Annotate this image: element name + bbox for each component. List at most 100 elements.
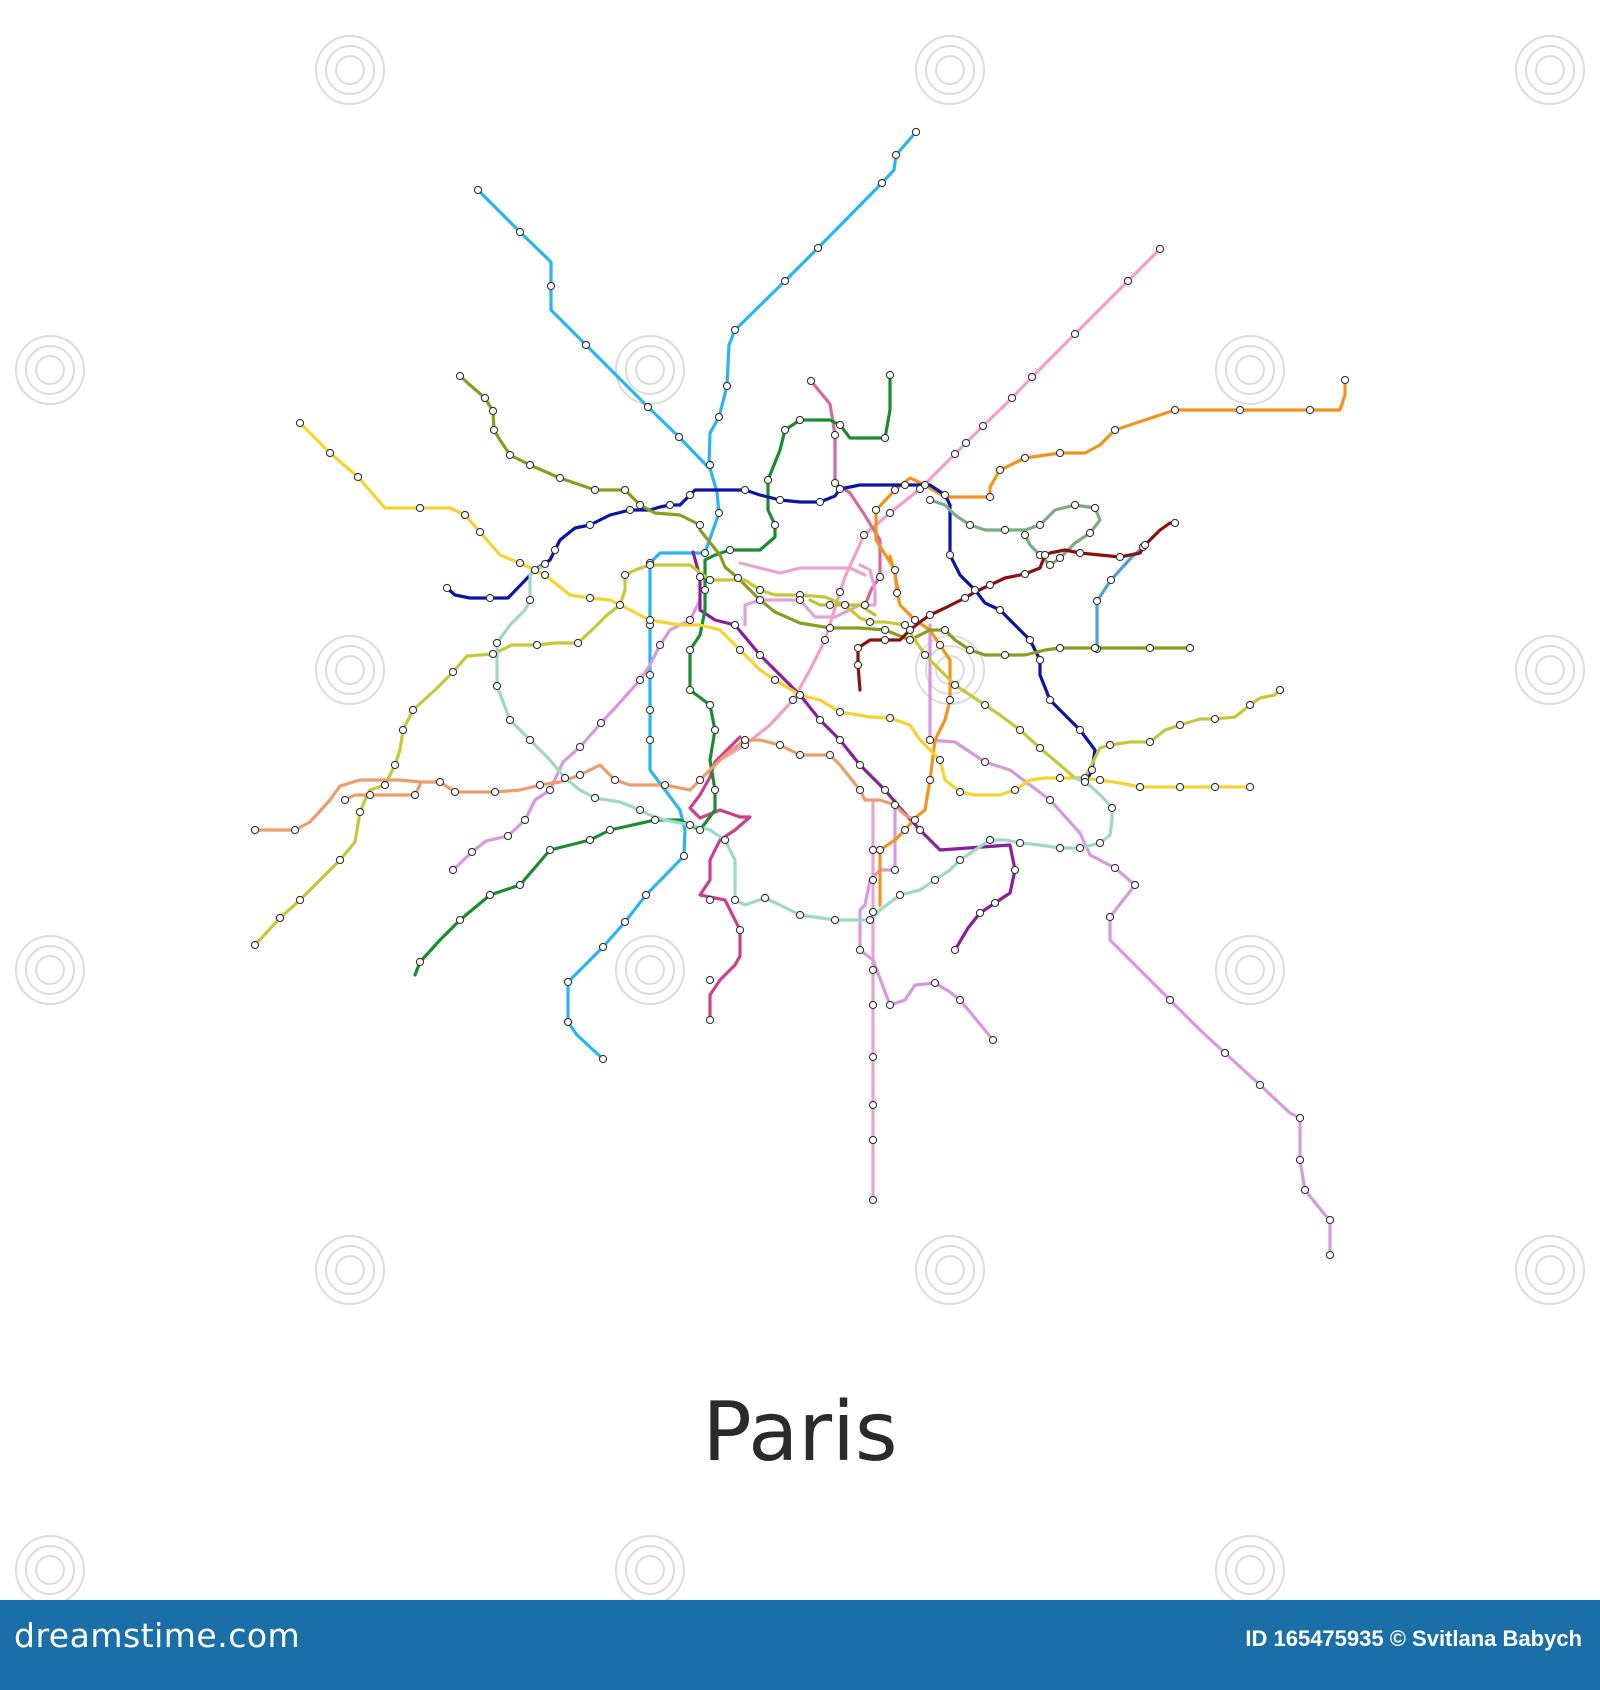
station-marker bbox=[885, 1000, 895, 1010]
station-marker bbox=[598, 942, 608, 952]
station-marker bbox=[596, 718, 606, 728]
station-marker bbox=[775, 495, 785, 505]
station-marker bbox=[725, 545, 735, 555]
station-marker bbox=[515, 227, 525, 237]
station-marker bbox=[605, 825, 615, 835]
station-marker bbox=[835, 420, 845, 430]
station-marker bbox=[1140, 540, 1150, 550]
station-marker bbox=[900, 480, 910, 490]
station-marker bbox=[1015, 838, 1025, 848]
station-marker bbox=[685, 685, 695, 695]
station-marker bbox=[945, 550, 955, 560]
station-marker bbox=[835, 587, 845, 597]
metro-line-orange-tiny bbox=[888, 554, 900, 592]
station-marker bbox=[660, 780, 670, 790]
station-marker bbox=[714, 508, 724, 518]
metro-line-mint bbox=[495, 562, 1114, 922]
footer-logo[interactable]: dreamstime.com bbox=[14, 1616, 301, 1655]
station-marker bbox=[795, 690, 805, 700]
station-marker bbox=[910, 815, 920, 825]
station-marker bbox=[868, 1000, 878, 1010]
station-marker bbox=[695, 825, 705, 835]
station-marker bbox=[250, 940, 260, 950]
station-marker bbox=[865, 617, 875, 627]
station-marker bbox=[555, 473, 565, 483]
station-marker bbox=[860, 600, 870, 610]
station-marker bbox=[730, 620, 740, 630]
station-marker bbox=[885, 370, 895, 380]
station-marker bbox=[535, 780, 545, 790]
metro-line-magenta bbox=[688, 735, 752, 1022]
station-marker bbox=[635, 675, 645, 685]
station-marker bbox=[868, 1195, 878, 1205]
station-marker bbox=[1305, 405, 1315, 415]
station-marker bbox=[540, 559, 550, 569]
station-marker bbox=[763, 475, 773, 485]
station-marker bbox=[1235, 405, 1245, 415]
station-marker bbox=[830, 430, 840, 440]
station-marker bbox=[795, 910, 805, 920]
station-marker bbox=[598, 1054, 608, 1064]
station-marker bbox=[705, 975, 715, 985]
station-marker bbox=[740, 485, 750, 495]
station-marker bbox=[905, 625, 915, 635]
station-marker bbox=[1055, 843, 1065, 853]
station-marker bbox=[1055, 448, 1065, 458]
station-marker bbox=[1275, 685, 1285, 695]
metro-map bbox=[15, 35, 1585, 1600]
station-marker bbox=[645, 615, 655, 625]
station-marker bbox=[525, 595, 535, 605]
station-marker bbox=[970, 585, 980, 595]
station-marker bbox=[890, 485, 900, 495]
station-marker bbox=[806, 376, 816, 386]
station-marker bbox=[868, 845, 878, 855]
station-marker bbox=[620, 570, 630, 580]
station-marker bbox=[540, 570, 550, 580]
station-marker bbox=[868, 1135, 878, 1145]
station-marker bbox=[900, 620, 910, 630]
metro-line-yellow bbox=[298, 421, 1252, 797]
station-marker bbox=[455, 915, 465, 925]
station-marker bbox=[365, 790, 375, 800]
metro-line-cyan-1 bbox=[476, 188, 710, 469]
station-marker bbox=[685, 645, 695, 655]
station-marker bbox=[685, 820, 695, 830]
station-marker bbox=[1015, 725, 1025, 735]
station-marker bbox=[610, 775, 620, 785]
station-marker bbox=[685, 490, 695, 500]
watermark-icon bbox=[615, 335, 685, 405]
station-marker bbox=[735, 925, 745, 935]
metro-line-sage bbox=[928, 498, 1102, 567]
station-marker bbox=[1000, 650, 1010, 660]
station-marker bbox=[935, 755, 945, 765]
station-marker bbox=[695, 775, 705, 785]
station-marker bbox=[485, 593, 495, 603]
station-marker bbox=[780, 425, 790, 435]
station-marker bbox=[825, 600, 835, 610]
station-marker bbox=[488, 649, 498, 659]
station-marker bbox=[1055, 643, 1065, 653]
station-marker bbox=[1095, 838, 1105, 848]
station-marker bbox=[868, 965, 878, 975]
station-marker bbox=[665, 500, 675, 510]
watermark-icon bbox=[15, 335, 85, 405]
station-marker bbox=[1165, 995, 1175, 1005]
station-marker bbox=[1105, 912, 1115, 922]
station-marker bbox=[1027, 372, 1037, 382]
station-marker bbox=[563, 977, 573, 987]
metro-line-olive bbox=[458, 374, 1192, 657]
station-marker bbox=[815, 497, 825, 507]
station-marker bbox=[655, 640, 665, 650]
station-marker bbox=[1090, 643, 1100, 653]
station-marker bbox=[925, 495, 935, 505]
station-marker bbox=[740, 735, 750, 745]
station-marker bbox=[480, 393, 490, 403]
station-marker bbox=[1075, 548, 1085, 558]
station-marker bbox=[855, 785, 865, 795]
station-marker bbox=[1130, 880, 1140, 890]
station-marker bbox=[920, 480, 930, 490]
station-marker bbox=[575, 770, 585, 780]
station-marker bbox=[545, 785, 555, 795]
station-marker bbox=[503, 831, 513, 841]
station-marker bbox=[955, 995, 965, 1005]
